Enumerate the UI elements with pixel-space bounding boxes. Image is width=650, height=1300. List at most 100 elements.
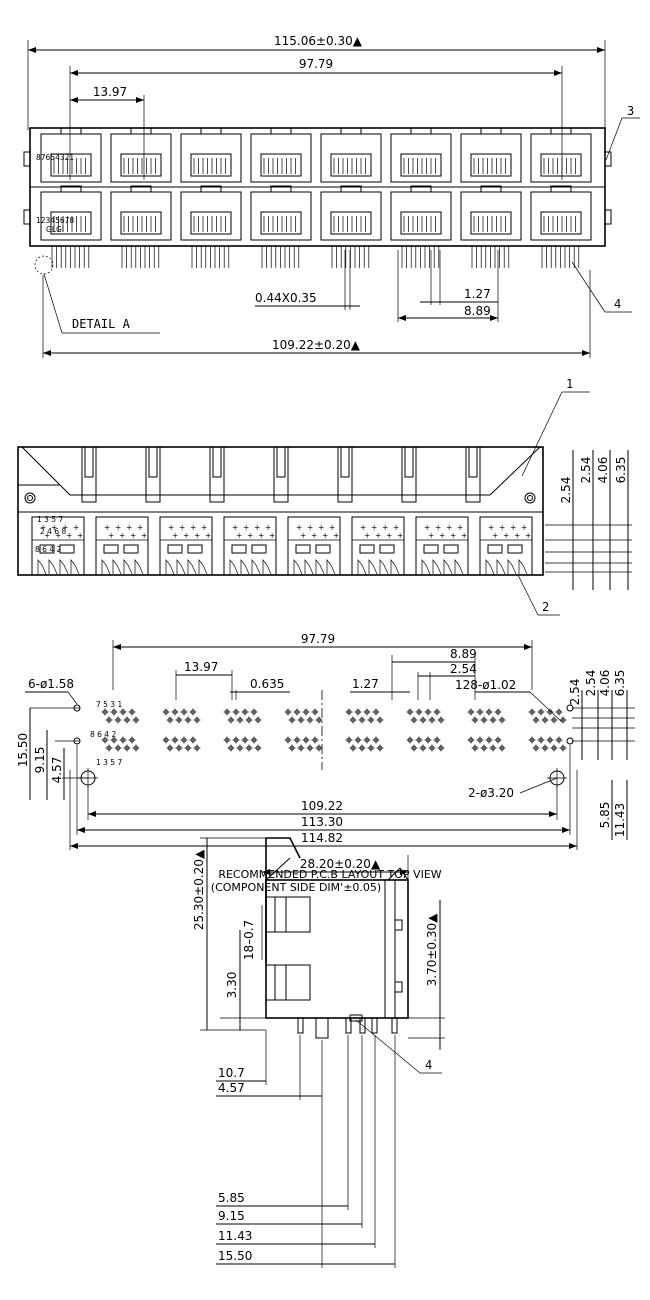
plus-mark: + — [296, 523, 302, 532]
pcb-pin-hole — [180, 708, 188, 716]
pcb-pin-hole — [175, 744, 183, 752]
pcb-dim-889: 8.89 — [450, 647, 477, 661]
pcb-pin-hole — [532, 744, 540, 752]
pin-row-mid: 2 4 6 8 — [40, 527, 66, 536]
pcb-pin-hole — [537, 736, 545, 744]
pcb-pin-hole — [114, 744, 122, 752]
plus-mark: + — [461, 531, 467, 540]
callout-1: 1 — [566, 377, 573, 391]
pcb-pin-hole — [415, 736, 423, 744]
pcb-dim-915: 9.15 — [33, 747, 47, 774]
pcb-pin-hole — [193, 744, 201, 752]
plus-mark: + — [311, 531, 317, 540]
pcb-pin-hole — [354, 736, 362, 744]
plus-mark: + — [258, 531, 264, 540]
dim-bottom-width: 109.22±0.20▲ — [272, 338, 361, 352]
side-dim-370: 3.70±0.30▲ — [425, 913, 439, 986]
pcb-dim-1550: 15.50 — [16, 733, 30, 767]
pcb-pin-hole — [537, 708, 545, 716]
rj45-port — [180, 185, 242, 241]
pcb-pin-hole — [119, 736, 127, 744]
pcb-pin-hole — [184, 744, 192, 752]
pcb-pin-hole — [406, 736, 414, 744]
pcb-pin-hole — [105, 744, 113, 752]
plus-mark: + — [307, 523, 313, 532]
pcb-pin-hole — [315, 716, 323, 724]
pcb-pin-hole — [227, 744, 235, 752]
pcb-dim-pitch: 13.97 — [184, 660, 218, 674]
plus-mark: + — [382, 523, 388, 532]
rear-slot-inner — [404, 446, 414, 478]
pcb-dim-r2: 2.54 — [584, 670, 598, 697]
pcb-pin-hole — [367, 716, 375, 724]
rear-dim-1: 2.54 — [559, 477, 573, 504]
pcb-pin-hole — [555, 736, 563, 744]
plus-mark: + — [521, 523, 527, 532]
dim-pin-size: 0.44X0.35 — [255, 291, 317, 305]
plus-mark: + — [333, 531, 339, 540]
rear-module: ++++++++ — [351, 516, 405, 576]
plus-mark: + — [201, 523, 207, 532]
plus-mark: + — [130, 531, 136, 540]
plus-mark: + — [360, 523, 366, 532]
rj45-port — [110, 127, 172, 183]
pcb-pin-hole — [132, 716, 140, 724]
pcb-dim-0635: 0.635 — [250, 677, 284, 691]
pcb-pin-hole — [345, 708, 353, 716]
rj45-port — [110, 185, 172, 241]
pcb-dim-127: 1.27 — [352, 677, 379, 691]
pcb-pin-hole — [541, 716, 549, 724]
pcb-pin-hole — [302, 708, 310, 716]
rj45-port — [40, 185, 102, 241]
pcb-pin-hole — [349, 716, 357, 724]
pcb-pin-hole — [467, 708, 475, 716]
front-view: 115.06±0.30▲ 97.79 13.97 87654321 123456… — [23, 34, 640, 358]
pcb-caption-line2: (COMPONENT SIDE DIM'±0.05) — [211, 881, 381, 894]
pcb-pin-hole — [546, 708, 554, 716]
side-dim-height: 25.30±0.20▲ — [192, 849, 206, 930]
plus-mark: + — [424, 523, 430, 532]
rear-view: ++++++++++++++++++++++++++++++++++++++++… — [17, 377, 632, 616]
plus-mark: + — [243, 523, 249, 532]
rear-slot — [145, 446, 161, 503]
pcb-pin-hole — [162, 736, 170, 744]
pcb-pin-hole — [101, 708, 109, 716]
pcb-pin-hole — [541, 744, 549, 752]
rear-slot-inner — [148, 446, 158, 478]
plus-mark: + — [492, 531, 498, 540]
plus-mark: + — [450, 531, 456, 540]
plus-mark: + — [104, 523, 110, 532]
pcb-pin-hole — [284, 708, 292, 716]
pcb-dim-r3: 4.06 — [598, 670, 612, 697]
side-dim-1143: 11.43 — [218, 1229, 252, 1243]
rear-slot-inner — [276, 446, 286, 478]
plus-mark: + — [503, 531, 509, 540]
rj45-port — [390, 185, 452, 241]
rear-slot — [209, 446, 225, 503]
rj45-port — [390, 127, 452, 183]
pcb-pin-hole — [498, 744, 506, 752]
plus-mark: + — [435, 523, 441, 532]
pcb-dim-11330: 113.30 — [301, 815, 343, 829]
plus-mark: + — [183, 531, 189, 540]
rear-module: ++++++++ — [223, 516, 277, 576]
plus-mark: + — [236, 531, 242, 540]
side-dim-330: 3.30 — [225, 972, 239, 999]
plus-mark: + — [269, 531, 275, 540]
plus-mark: + — [232, 523, 238, 532]
pcb-pin-hole — [345, 736, 353, 744]
pcb-pin-hole — [306, 716, 314, 724]
plus-mark: + — [73, 523, 79, 532]
pcb-pin-hole — [241, 708, 249, 716]
rear-module: ++++++++ — [95, 516, 149, 576]
pcb-pin-hole — [123, 744, 131, 752]
pcb-pin-hole — [132, 744, 140, 752]
pcb-pin-hole — [376, 744, 384, 752]
pcb-pin-hole — [288, 744, 296, 752]
pcb-pin-hole — [555, 708, 563, 716]
pcb-pin-hole — [415, 708, 423, 716]
rj45-port — [320, 127, 382, 183]
rear-module: ++++++++ — [287, 516, 341, 576]
pcb-pin-hole — [528, 708, 536, 716]
